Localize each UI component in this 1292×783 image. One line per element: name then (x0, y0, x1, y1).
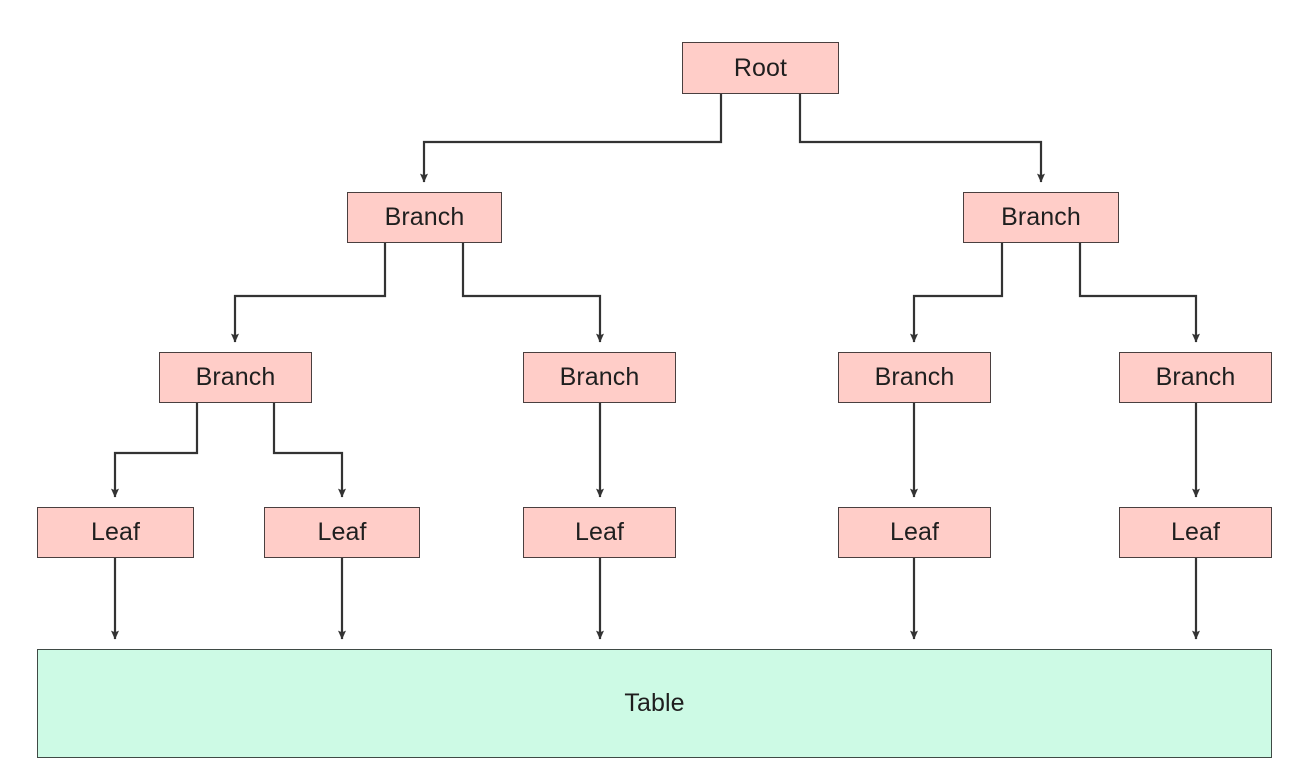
edge-root-to-branch-a (420, 94, 723, 183)
edge-branch-a-to-branch-a2 (461, 243, 604, 343)
node-branch-a1[interactable]: Branch (159, 352, 312, 403)
node-table[interactable]: Table (37, 649, 1272, 758)
node-branch-a-label: Branch (384, 203, 465, 231)
node-leaf-2[interactable]: Leaf (264, 507, 420, 558)
edge-root-to-branch-b (798, 94, 1045, 183)
node-branch-b2[interactable]: Branch (1119, 352, 1272, 403)
node-branch-a[interactable]: Branch (347, 192, 502, 243)
node-branch-a2[interactable]: Branch (523, 352, 676, 403)
node-branch-b1-label: Branch (874, 363, 955, 391)
node-branch-b-label: Branch (1001, 203, 1081, 231)
node-leaf-2-label: Leaf (317, 518, 367, 546)
node-leaf-3[interactable]: Leaf (523, 507, 676, 558)
node-leaf-1[interactable]: Leaf (37, 507, 194, 558)
node-root[interactable]: Root (682, 42, 839, 94)
node-branch-a1-label: Branch (195, 363, 276, 391)
edge-branch-a-to-branch-a1 (231, 243, 387, 343)
node-leaf-1-label: Leaf (90, 518, 141, 546)
node-branch-a2-label: Branch (559, 363, 640, 391)
node-leaf-3-label: Leaf (574, 518, 625, 546)
node-leaf-5[interactable]: Leaf (1119, 507, 1272, 558)
edge-branch-a1-to-leaf-2 (272, 403, 346, 498)
node-leaf-4[interactable]: Leaf (838, 507, 991, 558)
node-table-label: Table (624, 689, 685, 717)
node-branch-b2-label: Branch (1155, 363, 1236, 391)
edge-branch-b-to-branch-b2 (1078, 243, 1200, 343)
node-leaf-5-label: Leaf (1170, 518, 1221, 546)
edge-branch-a1-to-leaf-1 (111, 403, 199, 498)
edge-branch-b-to-branch-b1 (910, 243, 1004, 343)
node-root-label: Root (733, 53, 788, 82)
node-branch-b[interactable]: Branch (963, 192, 1119, 243)
node-branch-b1[interactable]: Branch (838, 352, 991, 403)
node-leaf-4-label: Leaf (889, 518, 940, 546)
